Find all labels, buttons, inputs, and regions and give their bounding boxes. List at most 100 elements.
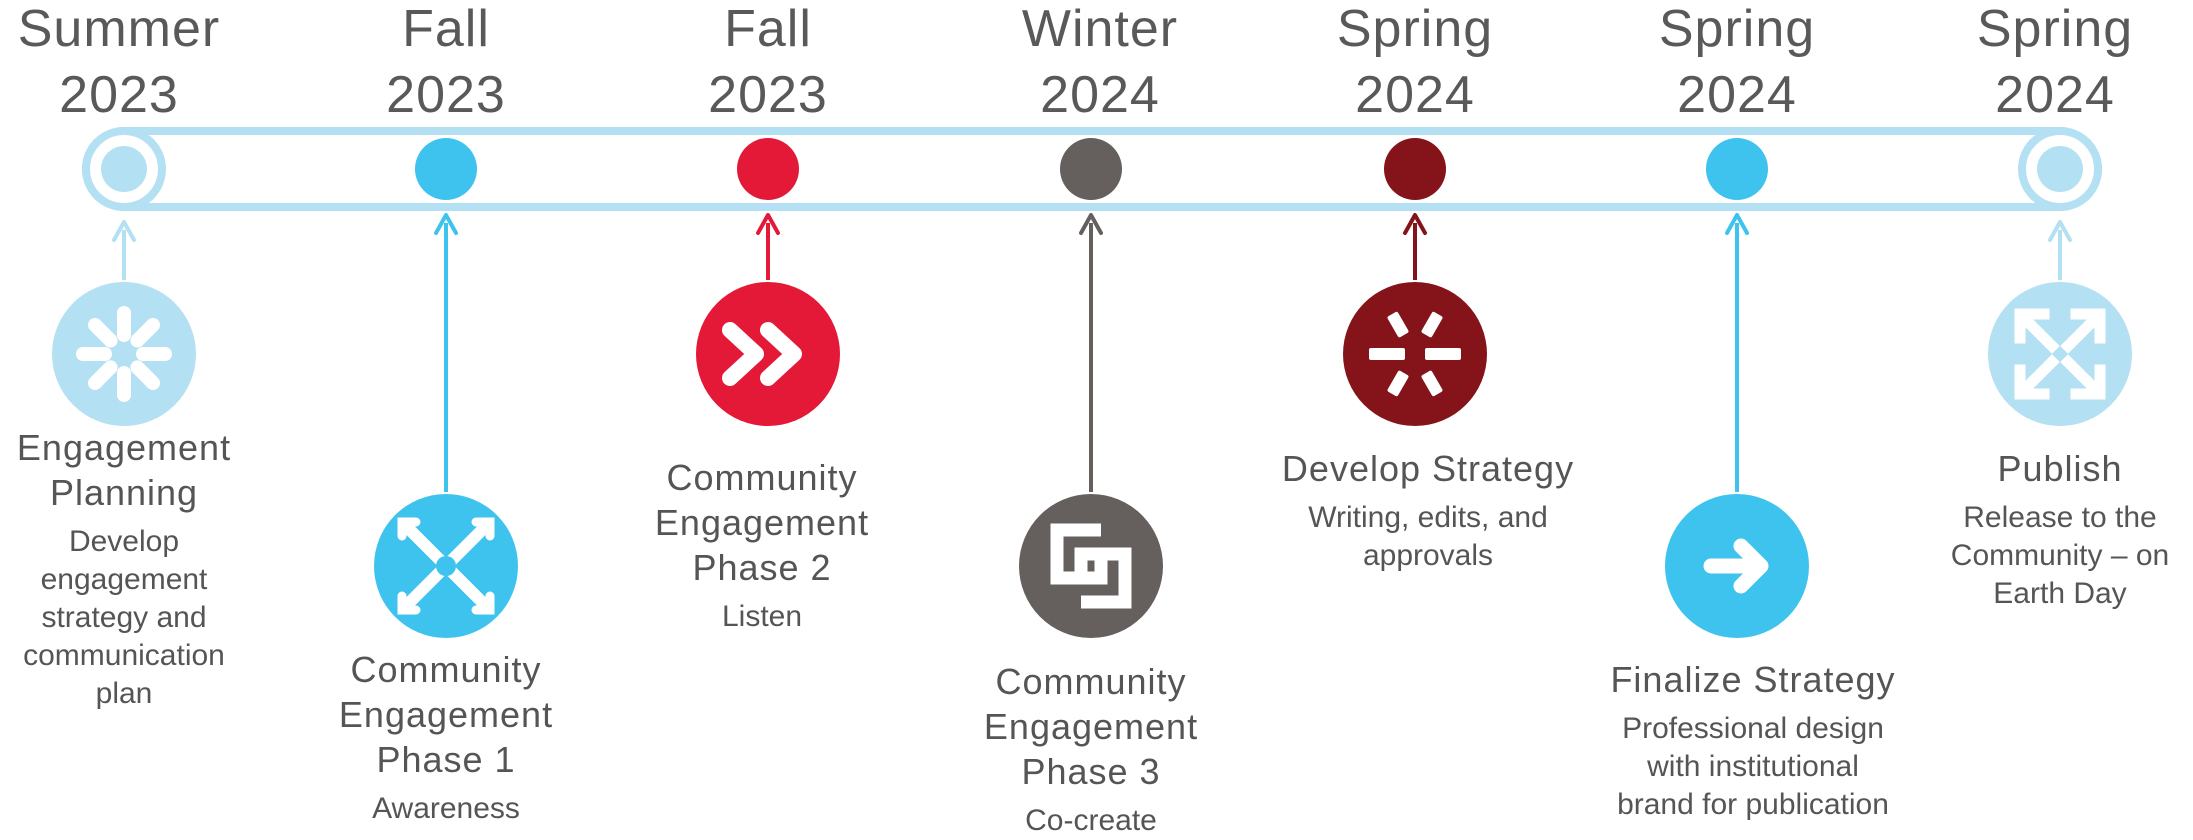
milestone-4	[1019, 138, 1163, 638]
milestone-description: Professional design with institutional b…	[1617, 712, 1889, 821]
burst-ray	[1387, 311, 1409, 338]
milestone-label-3: Community Engagement Phase 2 Listen	[612, 455, 912, 636]
season-name: Fall	[724, 0, 812, 58]
milestone-title: Finalize Strategy	[1610, 659, 1896, 700]
season-name: Summer	[17, 0, 221, 58]
milestone-label-4: Community Engagement Phase 3 Co-create	[941, 659, 1241, 840]
season-heading-6: Spring 2024	[1587, 0, 1887, 128]
timeline-dot	[1384, 138, 1446, 200]
asterisk-petal	[130, 318, 160, 348]
milestone-2	[374, 138, 518, 638]
connector-arrowhead	[1725, 213, 1749, 235]
connector-arrowhead	[1079, 213, 1103, 235]
cross-arrows-icon	[397, 517, 495, 615]
season-heading-2: Fall 2023	[296, 0, 596, 128]
chevrons	[722, 322, 802, 386]
asterisk-petal	[130, 360, 160, 390]
season-name: Winter	[1021, 0, 1179, 58]
milestone-5	[1343, 138, 1487, 426]
burst-ray	[1387, 370, 1409, 397]
milestone-label-6: Finalize Strategy Professional design wi…	[1583, 657, 1923, 824]
expand-arrow	[2014, 354, 2060, 400]
asterisk-petal	[136, 347, 172, 361]
season-heading-7: Spring 2024	[1905, 0, 2193, 128]
milestone-7	[1988, 127, 2132, 426]
season-year: 2024	[1355, 66, 1475, 124]
season-year: 2024	[1677, 66, 1797, 124]
season-name: Fall	[402, 0, 490, 58]
interlock-shape	[1050, 523, 1132, 609]
milestone-6	[1665, 138, 1809, 638]
arrow-right-icon	[1703, 538, 1769, 594]
timeline-endpoint-center	[2037, 146, 2083, 192]
milestone-description: Listen	[721, 600, 803, 633]
milestone-title: Engagement Planning	[16, 427, 232, 513]
milestone-description: Release to the Community – on Earth Day	[1950, 501, 2170, 610]
icon-disc	[1019, 494, 1163, 638]
asterisk-petal	[117, 366, 131, 402]
timeline-endpoint-center	[101, 146, 147, 192]
burst-ray	[1425, 348, 1455, 360]
connector-arrowhead	[1403, 213, 1427, 235]
connector-arrowhead	[756, 213, 780, 235]
burst-ray	[1421, 311, 1443, 338]
milestone-title: Community Engagement Phase 1	[338, 649, 554, 780]
asterisk-petal	[88, 318, 118, 348]
milestone-title: Publish	[1997, 448, 2123, 489]
timeline-dot	[415, 138, 477, 200]
connector-arrowhead	[112, 220, 136, 242]
timeline-dot	[1706, 138, 1768, 200]
season-heading-4: Winter 2024	[950, 0, 1250, 128]
milestone-description: Develop engagement strategy and communic…	[23, 525, 225, 710]
asterisk-center	[118, 348, 130, 360]
season-heading-3: Fall 2023	[618, 0, 918, 128]
burst-icon	[1369, 311, 1461, 397]
icon-disc	[1988, 282, 2132, 426]
icon-disc	[696, 282, 840, 426]
asterisk-petal	[117, 306, 131, 342]
milestone-label-7: Publish Release to the Community – on Ea…	[1910, 446, 2193, 613]
milestone-description: Awareness	[372, 792, 520, 825]
double-chevron-icon	[722, 322, 802, 386]
milestone-title: Develop Strategy	[1281, 448, 1575, 489]
milestone-label-1: Engagement Planning Develop engagement s…	[0, 425, 274, 713]
season-year: 2023	[708, 66, 828, 124]
season-name: Spring	[1658, 0, 1816, 58]
timeline-dot	[1060, 138, 1122, 200]
connector-arrowhead	[2048, 220, 2072, 242]
season-year: 2024	[1040, 66, 1160, 124]
expand-arrow	[2014, 308, 2060, 354]
connector-arrowhead	[434, 213, 458, 235]
expand-arrows-icon	[2014, 308, 2106, 400]
icon-disc	[1343, 282, 1487, 426]
milestone-label-2: Community Engagement Phase 1 Awareness	[296, 647, 596, 828]
season-name: Spring	[1336, 0, 1494, 58]
cross-tips	[397, 517, 495, 615]
milestone-description: Co-create	[1025, 804, 1157, 837]
milestone-title: Community Engagement Phase 2	[654, 457, 870, 588]
milestone-3	[696, 138, 840, 426]
interlock-icon	[1050, 523, 1132, 609]
asterisk-petal	[76, 347, 112, 361]
asterisk-petal	[88, 360, 118, 390]
timeline-dot	[737, 138, 799, 200]
arrow-shape	[1703, 538, 1769, 594]
season-year: 2024	[1995, 66, 2115, 124]
expand-arrow	[2060, 354, 2106, 400]
milestone-1	[52, 127, 196, 426]
season-name: Spring	[1976, 0, 2134, 58]
season-year: 2023	[59, 66, 179, 124]
burst-ray	[1375, 348, 1405, 360]
milestone-label-5: Develop Strategy Writing, edits, and app…	[1248, 446, 1608, 575]
milestone-title: Community Engagement Phase 3	[983, 661, 1199, 792]
asterisk-icon	[76, 306, 172, 402]
cross-center	[436, 556, 456, 576]
season-year: 2023	[386, 66, 506, 124]
milestone-description: Writing, edits, and approvals	[1308, 501, 1548, 572]
burst-ray	[1421, 370, 1443, 397]
season-heading-5: Spring 2024	[1265, 0, 1565, 128]
season-heading-1: Summer 2023	[0, 0, 269, 128]
expand-arrow	[2060, 308, 2106, 354]
